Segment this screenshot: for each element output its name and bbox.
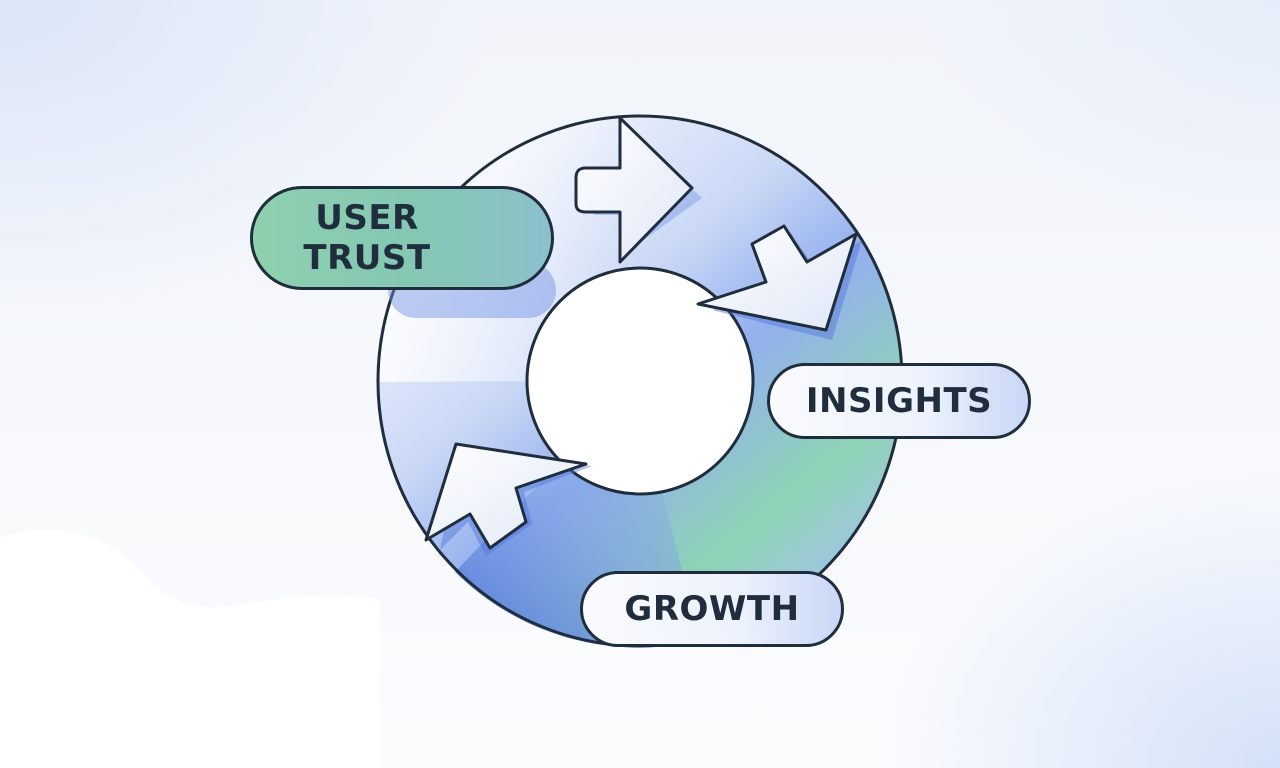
arrow-up-left-icon (424, 442, 592, 556)
arrow-right-icon (574, 116, 702, 264)
node-growth-label: GROWTH (624, 589, 800, 629)
arrow-down-right-icon (696, 224, 862, 340)
node-user-trust-label-line1: USER (315, 198, 419, 238)
node-user-trust-label-line2: TRUST (303, 238, 431, 278)
node-insights: INSIGHTS (767, 363, 1031, 439)
node-user-trust: USER TRUST (250, 186, 554, 290)
node-insights-label: INSIGHTS (805, 381, 993, 421)
node-growth: GROWTH (580, 571, 844, 647)
